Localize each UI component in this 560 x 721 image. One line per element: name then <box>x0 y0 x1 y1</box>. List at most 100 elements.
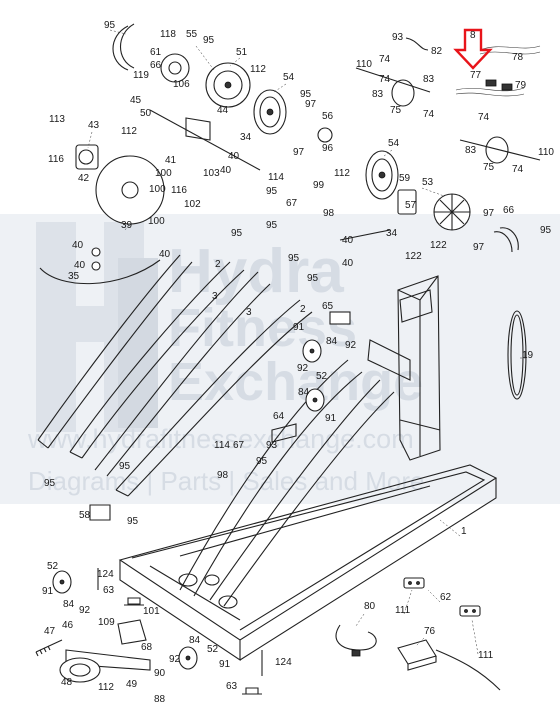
part-callout-75: 75 <box>390 105 402 116</box>
part-callout-95: 95 <box>266 220 278 231</box>
part-callout-59: 59 <box>399 173 411 184</box>
part-callout-82: 82 <box>431 46 443 57</box>
part-callout-109: 109 <box>98 617 115 628</box>
part-callout-95: 95 <box>127 516 139 527</box>
part-callout-97: 97 <box>305 99 317 110</box>
part-callout-42: 42 <box>78 173 90 184</box>
power-supply <box>335 624 501 691</box>
part-callout-40: 40 <box>220 165 232 176</box>
part-callout-106: 106 <box>173 79 190 90</box>
part-callout-119: 119 <box>133 70 149 81</box>
part-callout-100: 100 <box>149 184 166 195</box>
part-callout-118: 118 <box>160 29 176 40</box>
part-callout-111: 111 <box>478 650 494 661</box>
part-callout-58: 58 <box>79 510 91 521</box>
part-callout-95: 95 <box>540 225 552 236</box>
wiring <box>405 37 541 97</box>
part-callout-95: 95 <box>44 478 56 489</box>
cable <box>39 247 161 285</box>
part-callout-91: 91 <box>42 586 54 597</box>
part-callout-67: 67 <box>286 198 298 209</box>
watermark-url: www.hydrafitnessexchange.com <box>27 424 414 454</box>
part-callout-113: 113 <box>49 114 65 125</box>
part-callout-122: 122 <box>405 251 422 262</box>
part-callout-83: 83 <box>465 145 477 156</box>
part-callout-41: 41 <box>165 155 177 166</box>
part-callout-51: 51 <box>236 47 248 58</box>
part-callout-84: 84 <box>189 635 201 646</box>
part-callout-92: 92 <box>345 340 357 351</box>
part-callout-63: 63 <box>103 585 115 596</box>
part-callout-45: 45 <box>130 95 142 106</box>
part-callout-112: 112 <box>98 682 114 693</box>
rails <box>37 254 395 607</box>
part-callout-67: 67 <box>233 440 245 451</box>
part-callout-34: 34 <box>240 132 252 143</box>
part-callout-50: 50 <box>140 108 152 119</box>
main-frame <box>118 464 498 662</box>
part-callout-40: 40 <box>342 235 354 246</box>
part-callout-101: 101 <box>143 606 160 617</box>
part-callout-116: 116 <box>48 154 64 165</box>
part-callout-66: 66 <box>503 205 515 216</box>
part-callout-102: 102 <box>184 199 201 210</box>
part-callout-78: 78 <box>512 52 524 63</box>
part-callout-83: 83 <box>372 89 384 100</box>
part-callout-92: 92 <box>297 363 309 374</box>
part-callout-74: 74 <box>478 112 490 123</box>
part-callout-8: 8 <box>470 30 476 41</box>
part-callout-40: 40 <box>159 249 171 260</box>
part-callout-92: 92 <box>79 605 91 616</box>
part-callout-83: 83 <box>423 74 435 85</box>
part-callout-62: 62 <box>440 592 452 603</box>
leader-lines <box>87 29 526 655</box>
foot-brackets <box>403 577 481 617</box>
part-callout-2: 2 <box>300 304 306 315</box>
part-callout-97: 97 <box>293 147 305 158</box>
part-callout-35: 35 <box>68 271 80 282</box>
part-callout-114: 114 <box>214 440 230 451</box>
part-callout-90: 90 <box>154 668 166 679</box>
part-callout-54: 54 <box>283 72 295 83</box>
part-callout-55: 55 <box>186 29 198 40</box>
highlight-arrow <box>453 28 493 70</box>
part-callout-95: 95 <box>104 20 116 31</box>
part-callout-84: 84 <box>326 336 338 347</box>
part-callout-124: 124 <box>97 569 114 580</box>
part-callout-19: 19 <box>522 350 534 361</box>
part-callout-88: 88 <box>154 694 166 705</box>
part-callout-52: 52 <box>316 371 328 382</box>
part-callout-63: 63 <box>226 681 238 692</box>
part-callout-2: 2 <box>215 259 221 270</box>
part-callout-100: 100 <box>155 168 172 179</box>
part-callout-99: 99 <box>313 180 325 191</box>
part-callout-95: 95 <box>288 253 300 264</box>
middle-pulleys <box>271 311 351 443</box>
part-callout-80: 80 <box>364 601 376 612</box>
part-callout-3: 3 <box>212 291 218 302</box>
part-callout-95: 95 <box>307 273 319 284</box>
part-callout-93: 93 <box>392 32 404 43</box>
part-callout-111: 111 <box>395 605 411 616</box>
part-callout-54: 54 <box>388 138 400 149</box>
part-callout-91: 91 <box>325 413 337 424</box>
part-callout-92: 92 <box>169 654 181 665</box>
part-callout-52: 52 <box>207 644 219 655</box>
part-callout-56: 56 <box>322 111 334 122</box>
belt <box>507 310 527 400</box>
part-callout-46: 46 <box>62 620 74 631</box>
part-callout-122: 122 <box>430 240 447 251</box>
part-callout-95: 95 <box>203 35 215 46</box>
part-callout-112: 112 <box>250 64 266 75</box>
part-callout-77: 77 <box>470 70 482 81</box>
part-callout-74: 74 <box>512 164 524 175</box>
part-callout-100: 100 <box>148 216 165 227</box>
upright-post <box>367 275 441 461</box>
part-callout-40: 40 <box>74 260 86 271</box>
part-callout-52: 52 <box>47 561 59 572</box>
part-callout-49: 49 <box>126 679 138 690</box>
part-callout-91: 91 <box>219 659 231 670</box>
part-callout-97: 97 <box>483 208 495 219</box>
